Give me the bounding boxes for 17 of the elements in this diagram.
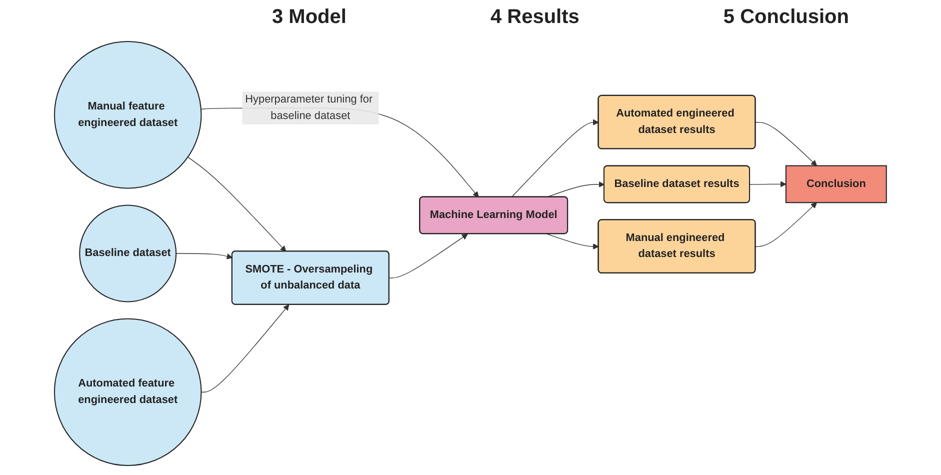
arrow [750,181,786,188]
node-circle: Manual feature engineered dataset [54,40,202,189]
arrow [755,122,818,166]
arrow [389,234,468,278]
arrow [200,304,290,392]
arrow [176,253,233,260]
node-box: Conclusion [786,165,887,204]
arrow [755,202,818,247]
arrow [511,119,599,198]
edge-label: Hyperparameter tuning for baseline dataset [245,94,373,122]
arrow [188,156,286,252]
section-heading: 3 Model [272,6,346,30]
section-heading: 5 Conclusion [723,6,849,30]
arrow [546,234,599,250]
section-heading: 4 Results [490,6,580,30]
node-circle: Automated feature engineered dataset [54,318,202,466]
node-circle: Baseline dataset [79,204,177,302]
